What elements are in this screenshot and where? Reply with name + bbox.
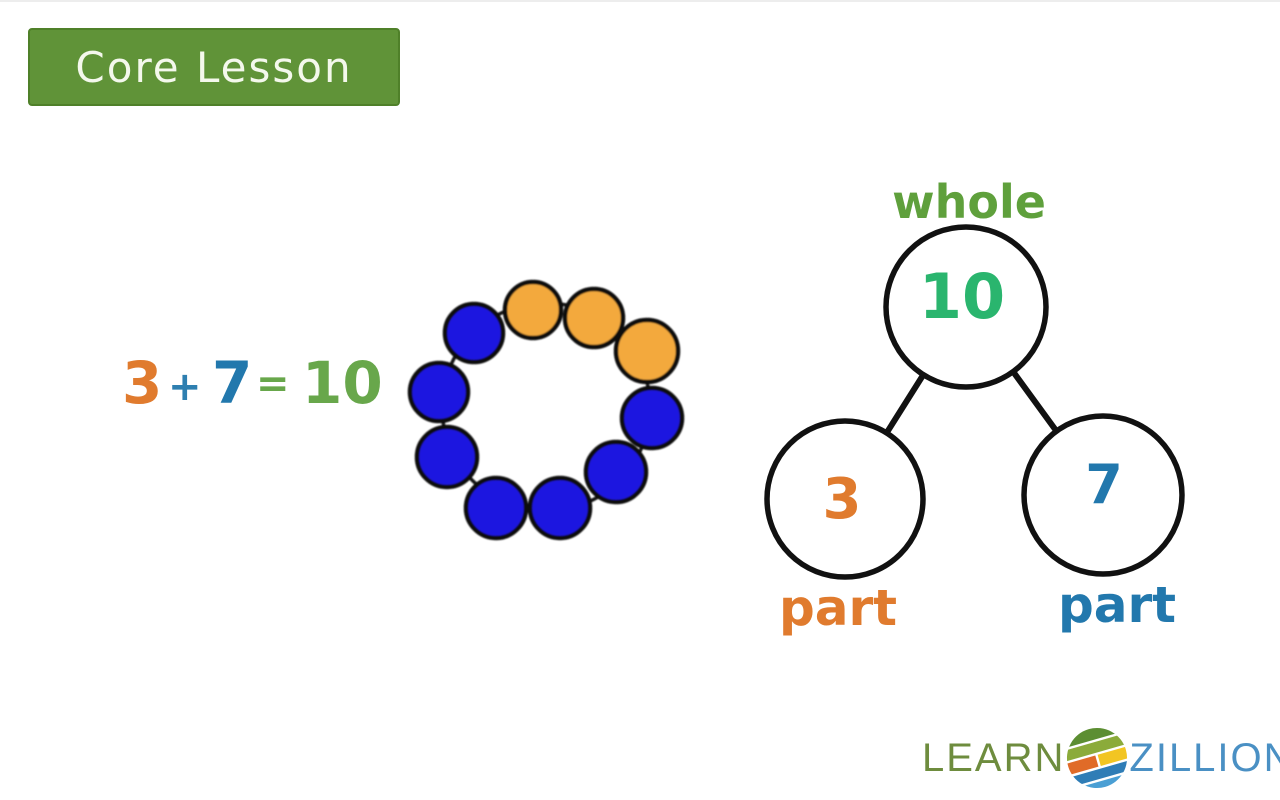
equation-term-4-10: 10 — [302, 349, 383, 417]
whole-value: 10 — [918, 260, 1006, 333]
equation-term-3-=: = — [256, 361, 290, 407]
number-bond-diagram — [764, 224, 1185, 580]
equation-term-0-3: 3 — [122, 349, 163, 417]
bead-7-blue — [527, 475, 593, 541]
globe-icon — [1066, 727, 1129, 789]
left-part-circle — [764, 418, 926, 580]
logo-zillion-text: ZILLION — [1129, 735, 1280, 780]
bead-9-blue — [414, 424, 480, 490]
bead-1-blue — [442, 301, 506, 365]
bead-8-blue — [463, 475, 529, 541]
bead-10-blue — [407, 360, 471, 424]
whole-label: whole — [892, 175, 1046, 229]
equation-term-2-7: 7 — [212, 349, 253, 417]
right-part-circle — [1021, 413, 1185, 577]
core-lesson-banner: Core Lesson — [28, 28, 400, 106]
right-part-label: part — [1057, 576, 1177, 634]
left-part-label: part — [778, 579, 898, 637]
bead-5-blue — [619, 385, 685, 451]
left-part-value: 3 — [822, 467, 862, 532]
addition-equation: 3+7= 10 — [122, 349, 383, 429]
bead-ring — [407, 279, 685, 541]
beads-group — [407, 279, 685, 541]
whole-circle — [883, 224, 1049, 390]
bead-3-orange — [562, 286, 626, 350]
logo-learn-text: LEARN — [922, 735, 1066, 780]
right-part-value: 7 — [1085, 453, 1123, 516]
bead-4-orange — [613, 317, 681, 385]
bead-6-blue — [583, 439, 649, 505]
banner-label: Core Lesson — [75, 42, 353, 92]
bead-2-orange — [502, 279, 564, 341]
learnzillion-logo: LEARN ZILLION — [922, 724, 1280, 792]
equation-term-1-+: + — [168, 364, 202, 410]
